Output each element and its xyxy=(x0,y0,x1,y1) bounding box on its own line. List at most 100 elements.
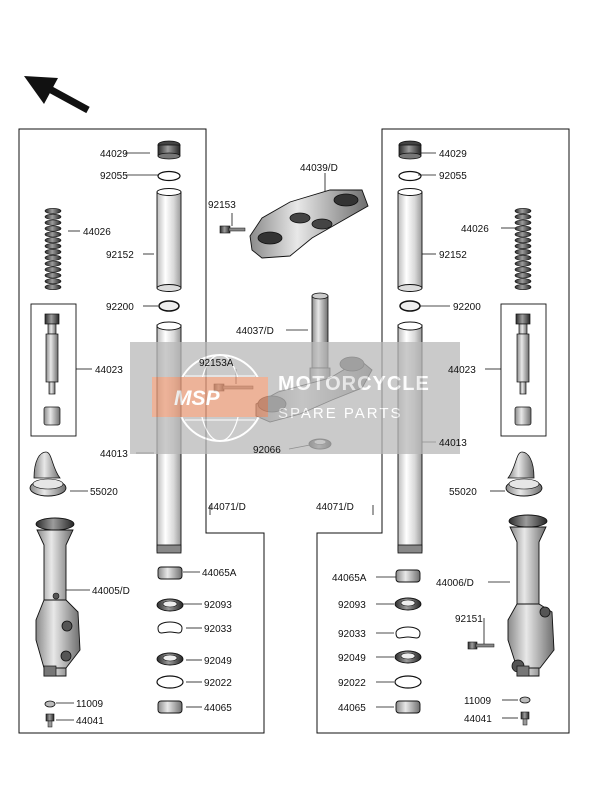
spring-coil xyxy=(44,260,62,267)
right-washer-11009 xyxy=(519,696,531,704)
spring-coil xyxy=(44,231,62,238)
label-44065A-left: 44065A xyxy=(202,568,237,579)
spring-coil xyxy=(514,266,532,273)
label-44039D: 44039/D xyxy=(300,163,338,174)
label-92093-right: 92093 xyxy=(338,600,366,611)
direction-arrow-icon xyxy=(24,76,90,114)
label-55020-left: 55020 xyxy=(90,487,118,498)
right-fork-guard-55020 xyxy=(505,451,543,497)
watermark-line-2: SPARE PARTS xyxy=(278,405,403,422)
spring-coil xyxy=(44,219,62,226)
left-washer-92200 xyxy=(158,300,180,312)
label-92055-left: 92055 xyxy=(100,171,128,182)
right-spacer-tube-92152 xyxy=(397,188,423,292)
spring-coil xyxy=(44,272,62,279)
right-bolt-44041 xyxy=(520,711,530,726)
spring-coil xyxy=(514,278,532,285)
left-washer-11009 xyxy=(44,700,56,708)
label-92200-right: 92200 xyxy=(453,302,481,313)
left-o-ring-92055 xyxy=(157,170,181,182)
right-top-cap xyxy=(398,140,422,160)
left-top-cap xyxy=(157,140,181,160)
spring-coil xyxy=(44,284,62,291)
label-92200-left: 92200 xyxy=(106,302,134,313)
spring-coil xyxy=(44,243,62,250)
spring-coil xyxy=(514,213,532,220)
label-44065-left: 44065 xyxy=(204,703,232,714)
left-panel-frame xyxy=(18,128,265,734)
part-labels: 44029 92055 44026 92152 92200 44023 4401… xyxy=(76,149,492,727)
right-washer-92200 xyxy=(399,300,421,312)
left-spring-44026 xyxy=(44,207,62,291)
watermark-logo-text: MSP xyxy=(174,387,221,410)
label-92152-left: 92152 xyxy=(106,250,134,261)
spring-coil xyxy=(514,243,532,250)
spring-coil xyxy=(514,272,532,279)
spring-coil xyxy=(44,266,62,273)
label-92022-right: 92022 xyxy=(338,678,366,689)
label-44026-left: 44026 xyxy=(83,227,111,238)
label-44065-right: 44065 xyxy=(338,703,366,714)
right-damper-rod xyxy=(514,313,532,426)
label-92049-left: 92049 xyxy=(204,656,232,667)
watermark-logo-badge xyxy=(152,377,268,417)
leader-lines xyxy=(56,152,518,721)
label-44006-right: 44006/D xyxy=(436,578,474,589)
spring-coil xyxy=(44,278,62,285)
label-44023-left: 44023 xyxy=(95,365,123,376)
watermark: MSP MOTORCYCLE SPARE PARTS xyxy=(130,342,460,454)
left-outer-tube-44005D xyxy=(35,517,81,677)
label-92151-right: 92151 xyxy=(455,614,483,625)
label-92049-right: 92049 xyxy=(338,653,366,664)
spring-coil xyxy=(514,248,532,255)
watermark-line-1: MOTORCYCLE xyxy=(278,373,430,395)
label-92066: 92066 xyxy=(253,445,281,456)
spring-coil xyxy=(514,254,532,261)
label-92033-right: 92033 xyxy=(338,629,366,640)
label-92093-left: 92093 xyxy=(204,600,232,611)
label-11009-right: 11009 xyxy=(464,696,492,707)
spring-coil xyxy=(514,231,532,238)
label-44005-left: 44005/D xyxy=(92,586,130,597)
bolt-92151 xyxy=(467,641,495,650)
right-cylinder-box-44023 xyxy=(500,303,547,437)
left-spacer-tube-92152 xyxy=(156,188,182,292)
spring-coil xyxy=(44,213,62,220)
left-cylinder-box-44023 xyxy=(30,303,77,437)
spring-coil xyxy=(514,284,532,291)
label-44065A-right: 44065A xyxy=(332,573,367,584)
bolt-92153 xyxy=(219,225,246,234)
label-55020-right: 55020 xyxy=(449,487,477,498)
label-44013-left: 44013 xyxy=(100,449,128,460)
left-bolt-44041 xyxy=(45,713,55,728)
right-seal-stack xyxy=(394,569,422,714)
right-spring-44026 xyxy=(514,207,532,291)
left-seal-stack xyxy=(156,566,184,714)
label-92153A: 92153A xyxy=(199,358,234,369)
spring-coil xyxy=(514,219,532,226)
label-44023-right: 44023 xyxy=(448,365,476,376)
label-92022-left: 92022 xyxy=(204,678,232,689)
label-92033-left: 92033 xyxy=(204,624,232,635)
label-44037D: 44037/D xyxy=(236,326,274,337)
label-44071-right: 44071/D xyxy=(316,502,354,513)
label-92152-right: 92152 xyxy=(439,250,467,261)
label-44026-right: 44026 xyxy=(461,224,489,235)
label-44041-left: 44041 xyxy=(76,716,104,727)
label-44041-right: 44041 xyxy=(464,714,492,725)
label-44071-left: 44071/D xyxy=(208,502,246,513)
right-o-ring-92055 xyxy=(398,170,422,182)
spring-coil xyxy=(44,207,62,214)
spring-coil xyxy=(514,207,532,214)
spring-coil xyxy=(44,248,62,255)
upper-bracket-44039D xyxy=(249,189,369,259)
right-outer-tube-44006D xyxy=(507,514,555,677)
spring-coil xyxy=(44,237,62,244)
left-damper-rod xyxy=(43,313,61,426)
label-92055-right: 92055 xyxy=(439,171,467,182)
left-fork-guard-55020 xyxy=(29,451,67,497)
label-44029-right: 44029 xyxy=(439,149,467,160)
spring-coil xyxy=(44,225,62,232)
label-44029-left: 44029 xyxy=(100,149,128,160)
spring-coil xyxy=(44,254,62,261)
